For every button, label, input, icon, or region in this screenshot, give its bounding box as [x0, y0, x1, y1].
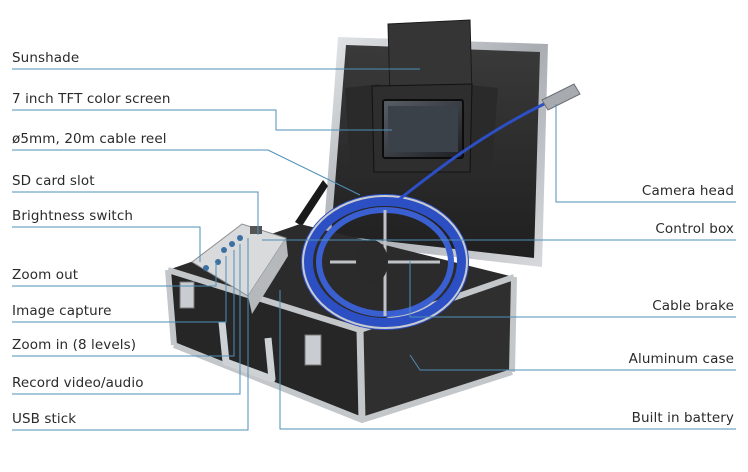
label-cable-reel: ø5mm, 20m cable reel — [12, 131, 167, 147]
leader-camera-head — [555, 104, 736, 203]
tft-screen — [382, 99, 464, 159]
leader-zoom-out — [12, 262, 217, 287]
case-latch — [179, 281, 322, 366]
camera-cable — [391, 100, 549, 207]
leader-battery — [279, 290, 736, 430]
leader-cable-brake — [409, 260, 736, 318]
label-brightness-switch: Brightness switch — [12, 208, 133, 224]
label-image-capture: Image capture — [12, 303, 112, 319]
label-built-in-battery: Built in battery — [631, 410, 734, 426]
leader-usb — [12, 238, 249, 431]
leader-aluminum-case — [409, 354, 736, 371]
label-camera-head: Camera head — [641, 183, 734, 199]
lid-strap — [295, 180, 328, 226]
label-record-video: Record video/audio — [12, 375, 144, 391]
label-cable-brake: Cable brake — [652, 298, 734, 314]
label-sd-card-slot: SD card slot — [12, 173, 95, 189]
label-zoom-in: Zoom in (8 levels) — [12, 337, 137, 353]
leader-image-capture — [12, 256, 227, 323]
label-tft-screen: 7 inch TFT color screen — [12, 91, 171, 107]
leader-sd-card — [12, 191, 259, 235]
camera-head — [541, 83, 581, 111]
leader-cable-reel — [12, 149, 361, 196]
leader-screen — [12, 109, 392, 131]
cable-reel — [301, 194, 469, 330]
label-sunshade: Sunshade — [12, 50, 80, 66]
leader-zoom-in — [12, 250, 235, 357]
control-box — [191, 223, 288, 314]
label-control-box: Control box — [655, 221, 734, 237]
label-aluminum-case: Aluminum case — [628, 351, 734, 367]
case-handle — [218, 321, 276, 383]
label-usb-stick: USB stick — [12, 411, 77, 427]
leader-brightness — [12, 226, 201, 262]
label-zoom-out: Zoom out — [12, 267, 79, 283]
leader-record — [12, 244, 241, 395]
